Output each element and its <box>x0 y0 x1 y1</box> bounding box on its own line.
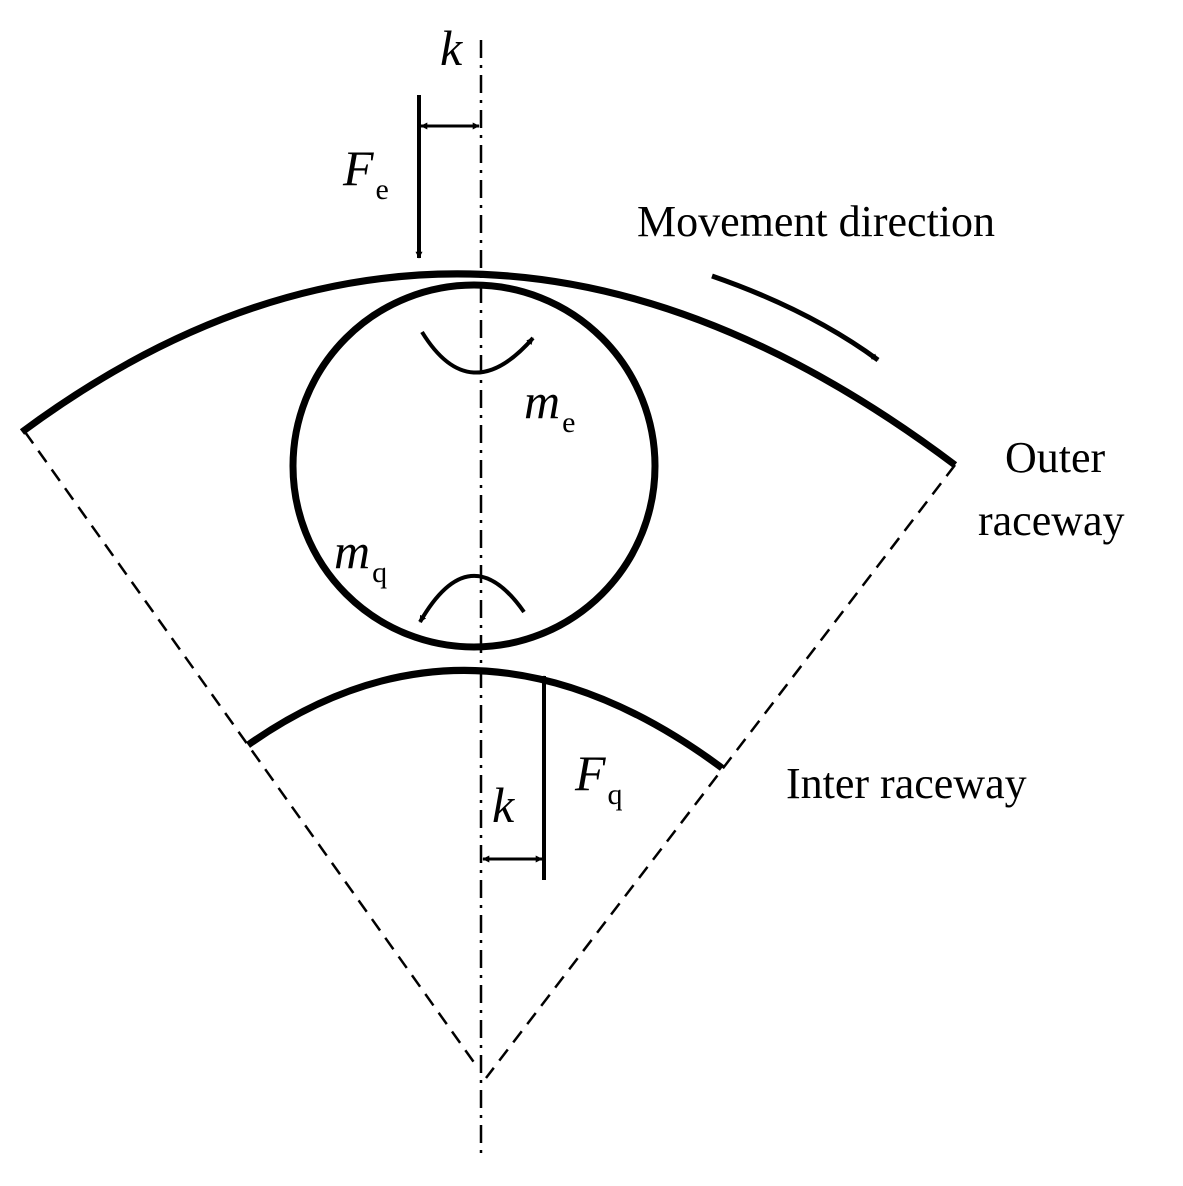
fq-label: Fq <box>574 745 623 811</box>
fe-label: Fe <box>342 140 389 206</box>
inter-raceway-arc <box>245 666 725 771</box>
sector-left-edge <box>23 431 480 1069</box>
sector-right-edge <box>485 464 956 1079</box>
roller-circle <box>289 281 659 651</box>
me-moment-arrow <box>420 330 535 375</box>
outer-raceway-label-line1: Outer <box>1005 433 1106 482</box>
k-top-label: k <box>440 20 463 76</box>
outer-raceway-label-line2: raceway <box>978 496 1125 545</box>
movement-direction-arrow <box>711 273 880 363</box>
outer-raceway-arc <box>19 270 958 468</box>
me-label: me <box>524 373 575 439</box>
mq-moment-arrow <box>418 573 526 623</box>
inter-raceway-label: Inter raceway <box>786 759 1027 808</box>
k-bottom-label: k <box>492 777 515 833</box>
movement-direction-label: Movement direction <box>637 197 995 246</box>
mq-label: mq <box>334 523 387 589</box>
